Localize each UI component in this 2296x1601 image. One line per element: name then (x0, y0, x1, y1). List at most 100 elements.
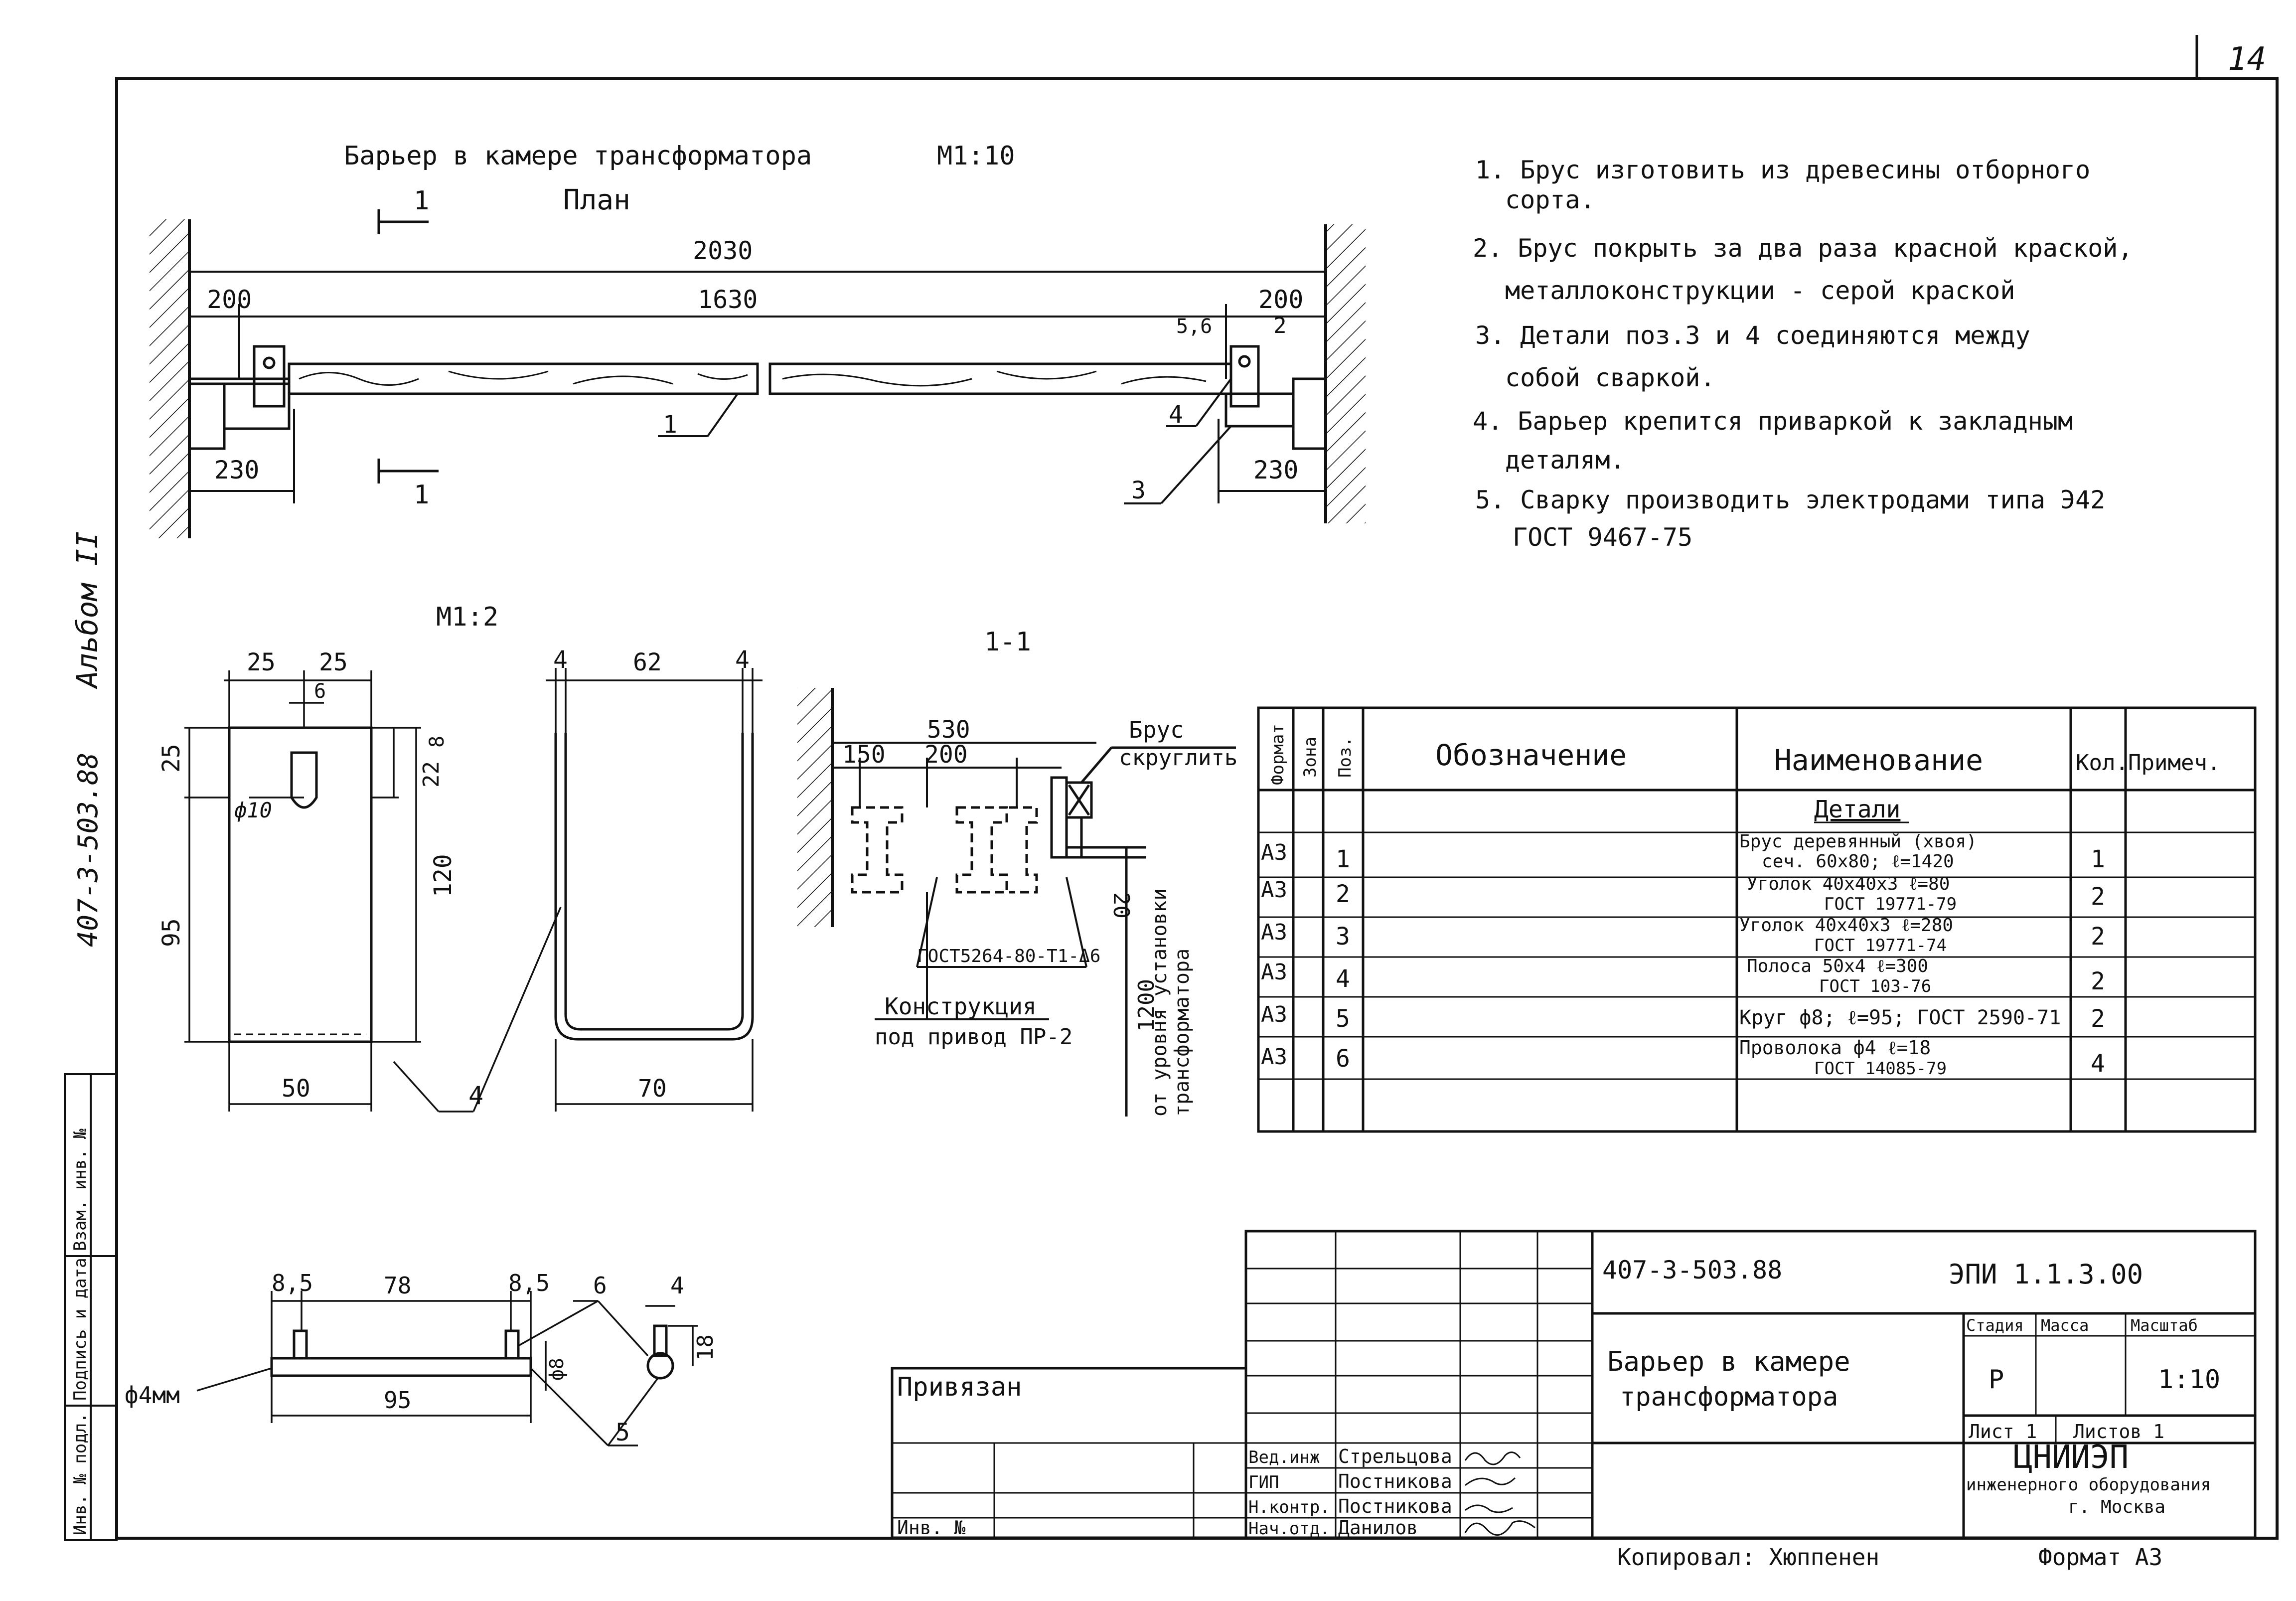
person-name: Стрельцова (1338, 1445, 1452, 1467)
callout-4: 4 (1169, 401, 1183, 429)
plate-dim-hole: ф10 (234, 798, 272, 822)
section-1-1: 1-1 530 150 200 20 12 (797, 627, 1237, 1117)
section-mark-bottom-label: 1 (414, 480, 429, 510)
note-5b: ГОСТ 9467-75 (1513, 523, 1692, 552)
dim-left-offset: 200 (207, 285, 252, 314)
wood-section (1050, 746, 1236, 1117)
spec-row-qty: 2 (2091, 967, 2105, 995)
section-title: 1-1 (984, 627, 1031, 657)
project-code: 407-3-503.88 (1602, 1256, 1782, 1284)
spec-row-name: Полоса 50х4 ℓ=300 (1747, 956, 1928, 976)
plan-view: Барьер в камере трансформатора М1:10 Пла… (150, 141, 1366, 538)
doc-name-1: Барьер в камере (1607, 1346, 1850, 1377)
section-dim-total: 530 (927, 716, 970, 744)
detail-plate: М1:2 25 25 6 25 ф10 (157, 602, 763, 1113)
pin-dim-g: 18 (693, 1334, 718, 1361)
spec-row-name-2: сеч. 60х80; ℓ=1420 (1762, 851, 1954, 872)
sheets-label: Листов 1 (2073, 1421, 2164, 1442)
pin-detail: 8,5 78 8,5 6 4 ф8 18 95 ф4мм 5 (125, 1270, 718, 1446)
dim-left-plate: 230 (214, 456, 259, 484)
pin-dim-e: 4 (670, 1272, 684, 1299)
spec-row-format: А3 (1261, 877, 1287, 903)
spec-row-pos: 4 (1336, 965, 1350, 993)
spec-row-pos: 3 (1336, 923, 1350, 951)
side-col-inv: Инв. № подл. (70, 1413, 90, 1535)
spec-header-pos: Поз. (1335, 737, 1355, 778)
spec-header-format: Формат (1268, 724, 1288, 785)
spec-row-pos: 5 (1336, 1005, 1350, 1033)
left-bracket (188, 345, 291, 450)
note-3a: 3. Детали поз.3 и 4 соединяются между (1475, 321, 2030, 350)
note-1a: 1. Брус изготовить из древесины отборног… (1475, 156, 2090, 184)
spec-section-title: Детали (1814, 796, 1900, 823)
callout-3: 3 (1131, 477, 1146, 504)
person-name: Постникова (1338, 1470, 1452, 1492)
spec-row-name-2: ГОСТ 103-76 (1819, 976, 1931, 996)
person-role: Н.контр. (1248, 1497, 1330, 1517)
album-label: Альбом II (70, 531, 104, 689)
pin-dim-c: 8,5 (508, 1270, 550, 1296)
pin-callout-5: 5 (615, 1419, 630, 1446)
spec-row-name: Брус деревянный (хвоя) (1739, 831, 1977, 852)
bound-label: Привязан (897, 1372, 1022, 1402)
scale-value: 1:10 (2158, 1365, 2220, 1395)
spec-row-qty: 4 (2091, 1050, 2105, 1078)
person-name: Данилов (1338, 1517, 1418, 1539)
org-line-1: ЦНИИЭП (2013, 1439, 2129, 1476)
note-3b: собой сваркой. (1505, 363, 1715, 392)
plate-dim-right-upper-b: 22 (419, 761, 444, 788)
section-mark-bottom (377, 459, 439, 483)
dim-right-pos: 5,6 (1176, 315, 1212, 338)
side-col-replace: Взам. инв. № (70, 1128, 90, 1251)
spec-row-name: Уголок 40х40х3 ℓ=280 (1739, 915, 1953, 936)
format-label: Формат А3 (2038, 1544, 2162, 1571)
section-dim-height: 1200 (1134, 979, 1159, 1032)
plate-dimensions (184, 670, 421, 1112)
spec-row-name-2: ГОСТ 14085-79 (1814, 1059, 1947, 1079)
copied-by: Копировал: Хюппенен (1617, 1544, 1879, 1571)
section-gost: ГОСТ5264-80-Т1-Δ6 (917, 946, 1100, 966)
person-role: Вед.инж (1248, 1447, 1320, 1467)
ubend-dim-bottom: 70 (638, 1075, 667, 1103)
construction-line1: Конструкция (885, 993, 1037, 1020)
spec-row-qty: 1 (2091, 845, 2105, 873)
section-wall (797, 688, 832, 927)
general-notes: 1. Брус изготовить из древесины отборног… (1473, 156, 2133, 552)
side-code: 407-3-503.88 (72, 753, 104, 947)
person-role: ГИП (1248, 1472, 1279, 1492)
spec-row-name: Круг ф8; ℓ=95; ГОСТ 2590-71 (1739, 1006, 2061, 1029)
person-name: Постникова (1338, 1495, 1452, 1517)
spec-row-name-2: ГОСТ 19771-79 (1824, 894, 1957, 914)
stage-value: Р (1989, 1365, 2004, 1395)
spec-header-designation: Обозначение (1435, 738, 1627, 772)
note-4a: 4. Барьер крепится приваркой к закладным (1473, 407, 2073, 436)
note-2b: металлоконструкции - серой краской (1505, 276, 2015, 305)
dim-right-small: 2 (1273, 313, 1287, 338)
right-bracket (1225, 345, 1327, 450)
spec-row-qty: 2 (2091, 1005, 2105, 1033)
inv-label: Инв. № (897, 1517, 965, 1539)
spec-row-format: А3 (1261, 1044, 1287, 1070)
left-margin: Альбом II 407-3-503.88 Инв. № подл. Подп… (64, 531, 118, 1541)
wood-label-1: Брус (1129, 716, 1184, 743)
pin-dim-length: 95 (384, 1387, 411, 1414)
plan-dimensions (189, 271, 1326, 503)
note-4b: деталям. (1505, 446, 1625, 475)
side-stamp-table (64, 1073, 118, 1541)
dim-right-plate: 230 (1253, 456, 1298, 484)
spec-header-note: Примеч. (2128, 750, 2220, 776)
spec-row-name-2: ГОСТ 19771-74 (1814, 936, 1947, 956)
plan-title: Барьер в камере трансформатора (344, 141, 812, 171)
spec-row-format: А3 (1261, 1002, 1287, 1027)
plan-scale: М1:10 (937, 141, 1015, 171)
section-dim-b: 200 (924, 741, 968, 769)
spec-row-pos: 2 (1336, 880, 1350, 908)
spec-row-pos: 1 (1336, 845, 1350, 873)
note-1b: сорта. (1505, 185, 1595, 214)
spec-row-format: А3 (1261, 840, 1287, 865)
spec-header-name: Наименование (1774, 743, 1983, 777)
plate-dim-left-lower: 95 (157, 918, 185, 947)
dim-overall: 2030 (693, 236, 753, 265)
spec-row-format: А3 (1261, 960, 1287, 985)
